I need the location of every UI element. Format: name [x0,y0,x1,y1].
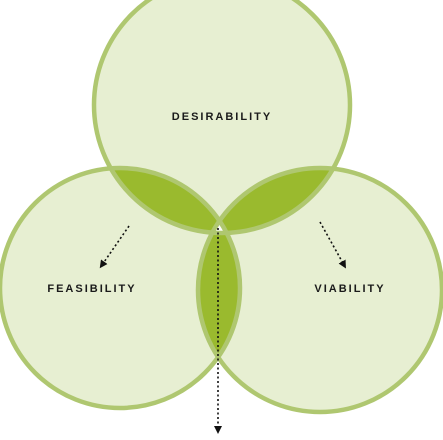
label-desirability: DESIRABILITY [172,111,272,123]
arrow-to-viability [319,221,346,269]
outline-viability [195,165,443,415]
outline-desirability [91,0,353,236]
outline-feasibility [0,165,243,411]
label-feasibility: FEASIBILITY [47,283,136,295]
label-viability: VIABILITY [314,283,385,295]
arrow-to-feasibility [99,225,130,269]
